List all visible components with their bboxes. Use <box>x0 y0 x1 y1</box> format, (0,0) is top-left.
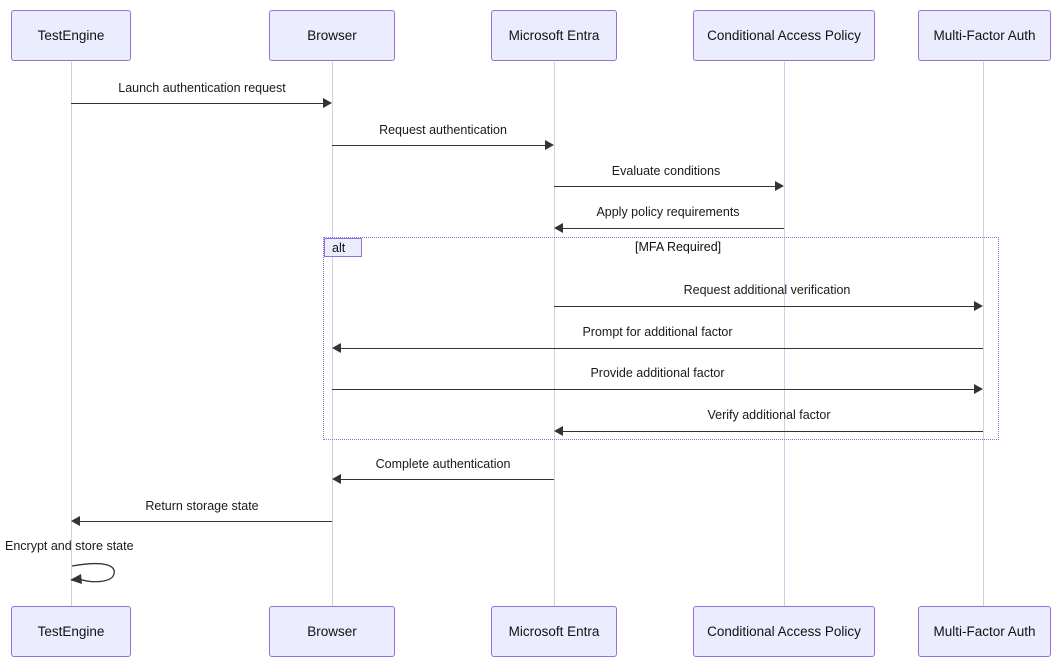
actor-label: Conditional Access Policy <box>707 624 861 639</box>
actor-label: Browser <box>307 28 357 43</box>
message-line <box>332 145 545 146</box>
alt-tag-label: alt <box>332 240 346 255</box>
actor-label: Multi-Factor Auth <box>933 624 1036 639</box>
arrow-head-icon <box>323 98 332 108</box>
actor-bottom-mfa[interactable]: Multi-Factor Auth <box>918 606 1051 657</box>
lifeline-mfa <box>983 62 984 606</box>
message-label: Request additional verification <box>683 283 851 297</box>
message-line <box>554 186 775 187</box>
actor-label: Multi-Factor Auth <box>933 28 1036 43</box>
lifeline-cap <box>784 62 785 606</box>
message-label: Prompt for additional factor <box>582 325 733 339</box>
actor-bottom-entra[interactable]: Microsoft Entra <box>491 606 617 657</box>
message-line <box>563 431 983 432</box>
message-line <box>80 521 332 522</box>
actor-bottom-cap[interactable]: Conditional Access Policy <box>693 606 875 657</box>
actor-label: Microsoft Entra <box>508 28 600 43</box>
lifeline-testengine <box>71 62 72 606</box>
actor-top-testengine[interactable]: TestEngine <box>11 10 131 61</box>
message-line <box>554 306 974 307</box>
message-label: Return storage state <box>145 499 259 513</box>
arrow-head-icon <box>554 426 563 436</box>
actor-bottom-browser[interactable]: Browser <box>269 606 395 657</box>
actor-label: Browser <box>307 624 357 639</box>
arrow-head-icon <box>974 384 983 394</box>
message-label: Request authentication <box>379 123 507 137</box>
message-label: Verify additional factor <box>707 408 831 422</box>
arrow-head-icon <box>545 140 554 150</box>
lifeline-browser <box>332 62 333 606</box>
alt-fragment-condition: [MFA Required] <box>635 240 722 254</box>
self-message-label: Encrypt and store state <box>5 539 134 553</box>
actor-label: TestEngine <box>37 624 105 639</box>
actor-label: Microsoft Entra <box>508 624 600 639</box>
message-label: Launch authentication request <box>118 81 286 95</box>
arrow-head-icon <box>332 343 341 353</box>
message-label: Apply policy requirements <box>596 205 740 219</box>
actor-top-cap[interactable]: Conditional Access Policy <box>693 10 875 61</box>
arrow-head-icon <box>974 301 983 311</box>
alt-fragment <box>323 237 999 440</box>
lifeline-entra <box>554 62 555 606</box>
message-line <box>341 348 983 349</box>
message-line <box>332 389 974 390</box>
arrow-head-icon <box>775 181 784 191</box>
message-label: Provide additional factor <box>590 366 725 380</box>
arrow-head-icon <box>71 516 80 526</box>
message-line <box>341 479 554 480</box>
actor-top-browser[interactable]: Browser <box>269 10 395 61</box>
actor-label: Conditional Access Policy <box>707 28 861 43</box>
alt-fragment-tag: alt <box>324 238 362 257</box>
message-line <box>563 228 784 229</box>
actor-label: TestEngine <box>37 28 105 43</box>
arrow-head-icon <box>554 223 563 233</box>
message-label: Complete authentication <box>375 457 511 471</box>
message-line <box>71 103 323 104</box>
actor-top-mfa[interactable]: Multi-Factor Auth <box>918 10 1051 61</box>
arrow-head-icon <box>332 474 341 484</box>
self-message-loop <box>70 562 115 584</box>
actor-top-entra[interactable]: Microsoft Entra <box>491 10 617 61</box>
message-label: Evaluate conditions <box>611 164 721 178</box>
actor-bottom-testengine[interactable]: TestEngine <box>11 606 131 657</box>
